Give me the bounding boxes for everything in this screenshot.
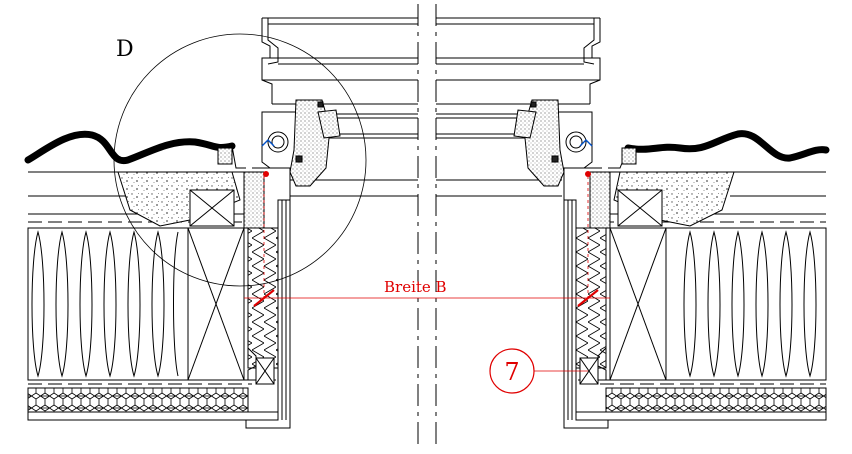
roof-layers-left [24,130,279,421]
callout-7 [489,348,588,394]
blue-markers [261,139,593,147]
width-dimension [244,171,610,307]
width-label: Breite B [384,278,447,296]
detail-label: D [116,37,134,62]
window-frame-left [217,17,418,429]
detail-circle [113,33,367,287]
break-lines [417,4,437,450]
callout-number: 7 [504,358,519,386]
roof-layers-right [575,130,830,421]
window-frame-right [436,17,637,429]
